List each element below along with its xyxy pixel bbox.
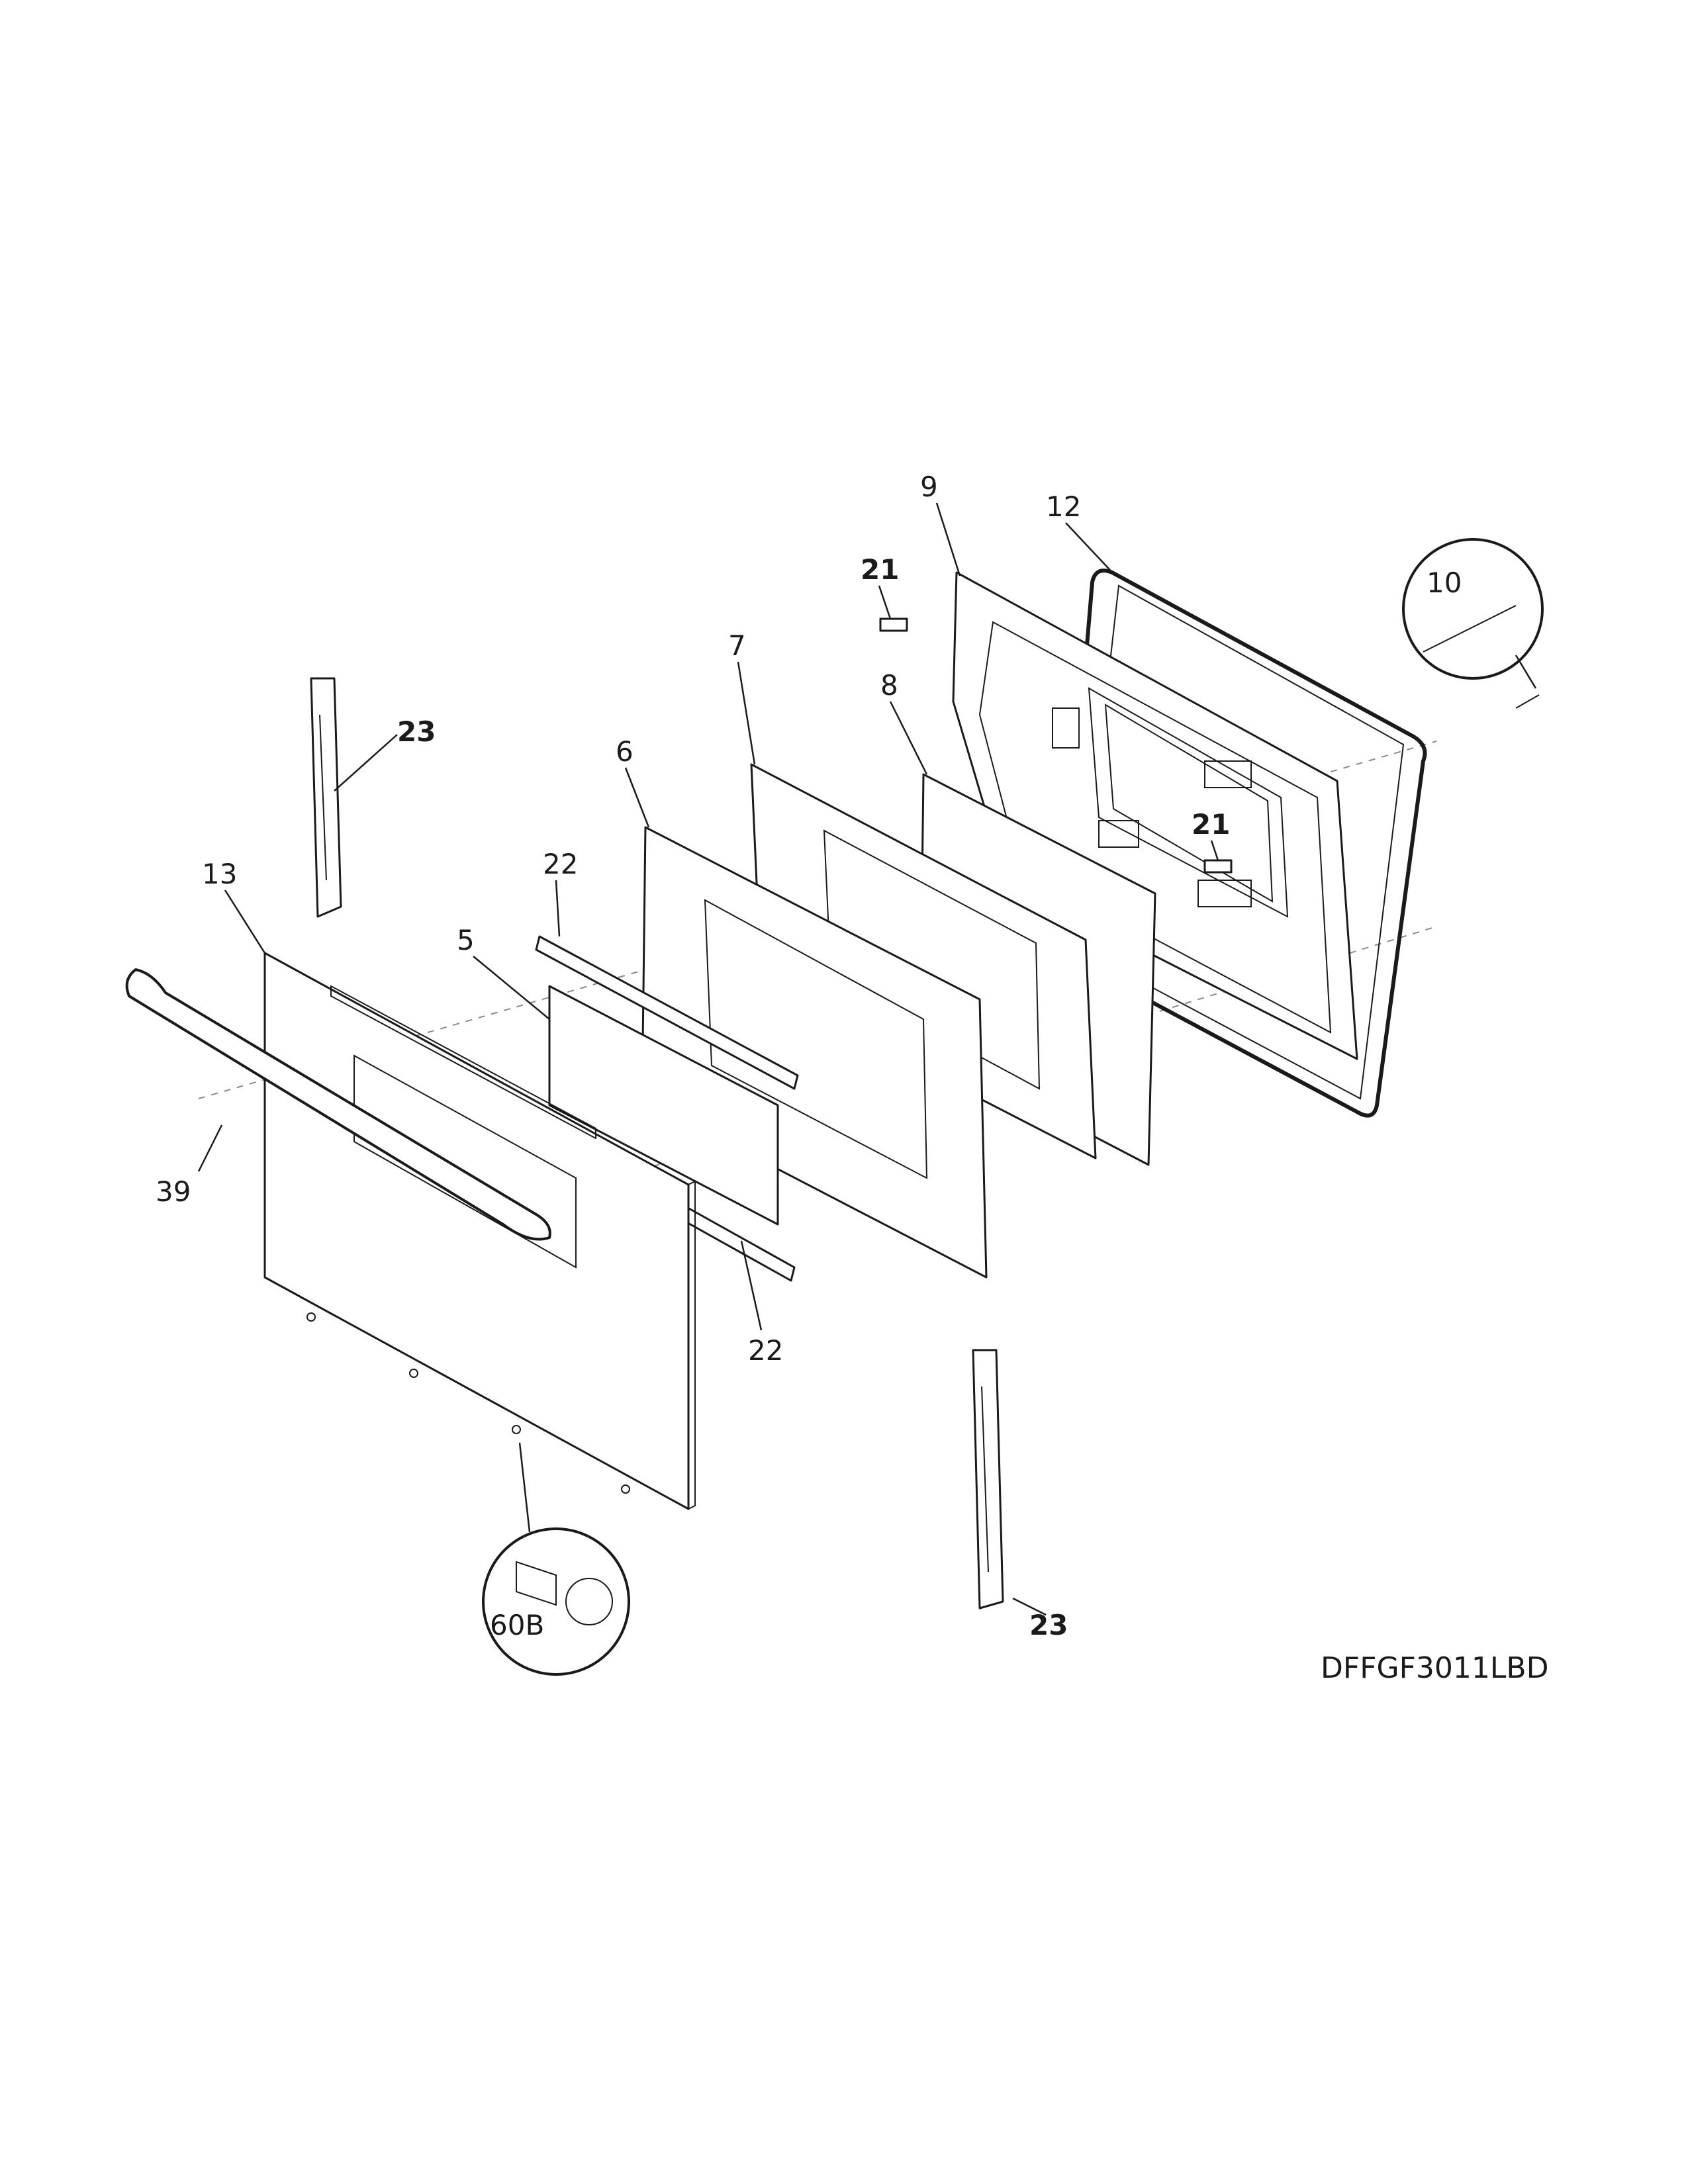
callout-12: 12: [1046, 490, 1081, 523]
callout-10: 10: [1427, 567, 1462, 599]
part-39-door-handle: [125, 968, 551, 1241]
part-10-detail-bubble: [1402, 538, 1544, 709]
callout-13: 13: [202, 858, 237, 890]
callout-8: 8: [880, 669, 898, 702]
callout-21-top: 21: [861, 553, 899, 586]
callout-7: 7: [728, 629, 746, 662]
part-5-inner-glass: [548, 985, 779, 1226]
screw-row: [306, 1312, 630, 1494]
callout-22-bottom: 22: [748, 1334, 783, 1367]
part-23-top-hinge: [310, 677, 342, 918]
callout-22-top: 22: [543, 848, 578, 880]
callout-6: 6: [616, 735, 633, 768]
model-code: DFFGF3011LBD: [1321, 1651, 1548, 1685]
callout-21-mid: 21: [1192, 808, 1230, 841]
part-21-top-clip: [879, 617, 908, 632]
part-23-bottom-hinge: [972, 1349, 1004, 1610]
callout-23-top: 23: [397, 715, 436, 748]
callout-5: 5: [457, 924, 475, 956]
part-60b-detail-bubble: [482, 1527, 630, 1676]
callout-9: 9: [920, 471, 938, 503]
callout-60b: 60B: [490, 1609, 544, 1641]
callouts: 9 12 21 10 7 8 23 6 21 13 22 5 39 22 23 …: [156, 471, 1462, 1641]
callout-39: 39: [156, 1175, 191, 1208]
part-21-mid-clip: [1203, 859, 1233, 874]
leader-lines: [197, 502, 1219, 1616]
part-22-top-retainer: [535, 935, 799, 1090]
part-9-inner-door-liner: [952, 571, 1358, 1060]
vent-slots: [330, 985, 596, 1140]
callout-23-bottom: 23: [1029, 1609, 1068, 1641]
